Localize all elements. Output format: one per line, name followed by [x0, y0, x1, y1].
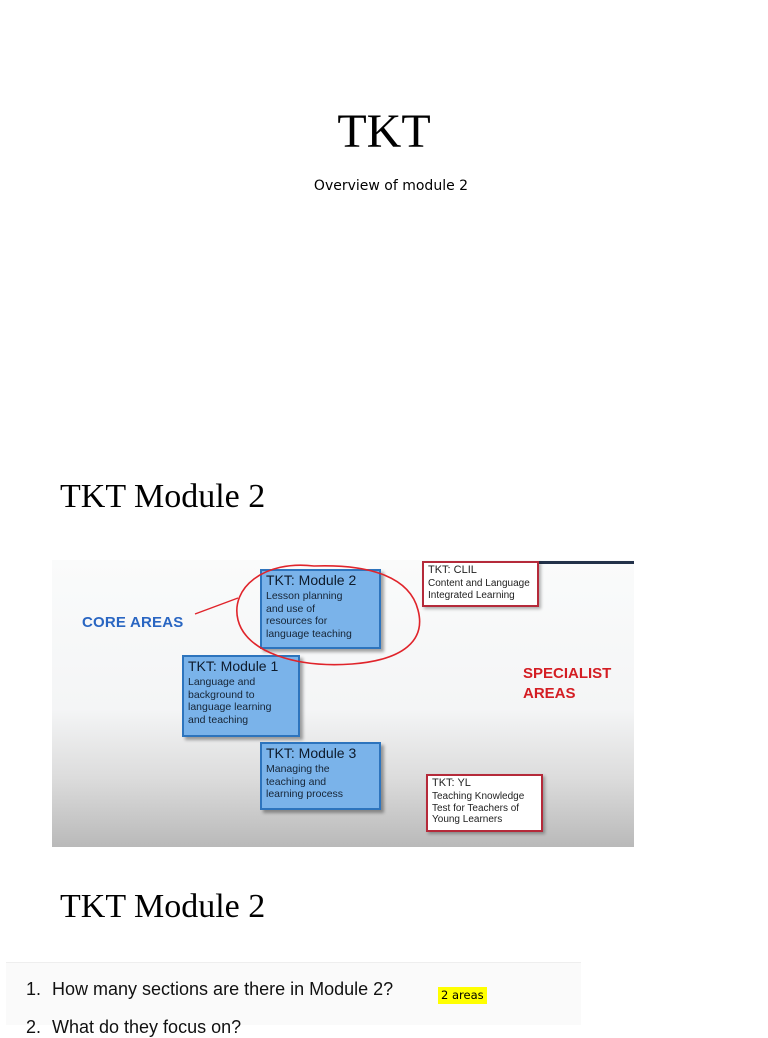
- module-description: Lesson planning and use of resources for…: [266, 590, 375, 640]
- question-number: 2.: [26, 1017, 42, 1037]
- specialist-label-line: AREAS: [523, 685, 576, 702]
- module-desc-line: teaching and: [266, 775, 327, 788]
- module-description: Managing the teaching and learning proce…: [266, 763, 375, 801]
- specialist-areas-label: SPECIALIST AREAS: [523, 664, 611, 704]
- question-number: 1.: [26, 979, 42, 999]
- highlighted-answer: 2 areas: [438, 987, 487, 1004]
- module-desc-line: learning process: [266, 788, 344, 800]
- question-text: What do they focus on?: [52, 1017, 242, 1037]
- module-desc-line: language learning: [188, 701, 272, 713]
- yl-box: TKT: YL Teaching Knowledge Test for Teac…: [426, 774, 543, 832]
- section-heading: TKT Module 2: [60, 888, 266, 925]
- annotation-circle: [236, 564, 421, 666]
- document-subtitle: Overview of module 2: [313, 178, 469, 194]
- diagram-top-rule: [478, 561, 634, 564]
- module-2-box: TKT: Module 2 Lesson planning and use of…: [260, 569, 381, 649]
- module-desc-line: background to: [188, 688, 255, 701]
- module-title: TKT: Module 3: [266, 745, 357, 761]
- module-desc-line: Managing the: [266, 763, 330, 775]
- specialist-title: TKT: CLIL: [428, 564, 477, 576]
- specialist-desc-line: Test for Teachers of: [432, 802, 520, 814]
- specialist-desc-line: Content and Language: [428, 578, 530, 589]
- question-list: 1. How many sections are there in Module …: [6, 962, 581, 1037]
- specialist-description: Teaching Knowledge Test for Teachers of …: [432, 791, 537, 826]
- section-heading: TKT Module 2: [60, 478, 266, 515]
- module-title: TKT: Module 1: [188, 658, 279, 674]
- specialist-title: TKT: YL: [432, 777, 471, 789]
- module-desc-line: language teaching: [266, 627, 352, 640]
- specialist-description: Content and Language Integrated Learning: [428, 578, 533, 601]
- annotation-arrow: [194, 597, 239, 615]
- module-desc-line: Lesson planning: [266, 590, 343, 602]
- list-item: 2. What do they focus on?: [26, 1016, 241, 1038]
- module-3-box: TKT: Module 3 Managing the teaching and …: [260, 742, 381, 810]
- module-desc-line: Language and: [188, 676, 256, 688]
- module-description: Language and background to language lear…: [188, 676, 294, 726]
- list-item: 1. How many sections are there in Module …: [26, 978, 393, 1000]
- specialist-desc-line: Young Learners: [432, 814, 503, 825]
- specialist-label-line: SPECIALIST: [523, 665, 612, 682]
- core-areas-label: CORE AREAS: [82, 614, 184, 631]
- module-1-box: TKT: Module 1 Language and background to…: [182, 655, 300, 737]
- clil-box: TKT: CLIL Content and Language Integrate…: [422, 561, 539, 607]
- module-desc-line: resources for: [266, 615, 328, 627]
- module-desc-line: and teaching: [188, 713, 249, 726]
- module-title: TKT: Module 2: [266, 572, 357, 588]
- question-text: How many sections are there in Module 2?: [52, 979, 394, 999]
- specialist-desc-line: Integrated Learning: [428, 589, 515, 601]
- document-title: TKT: [337, 105, 431, 158]
- hand-drawn-annotation: [194, 564, 421, 666]
- module-desc-line: and use of: [266, 602, 316, 615]
- specialist-desc-line: Teaching Knowledge: [432, 791, 525, 802]
- tkt-modules-diagram: CORE AREAS TKT: Module 2 Lesson planning…: [52, 560, 634, 847]
